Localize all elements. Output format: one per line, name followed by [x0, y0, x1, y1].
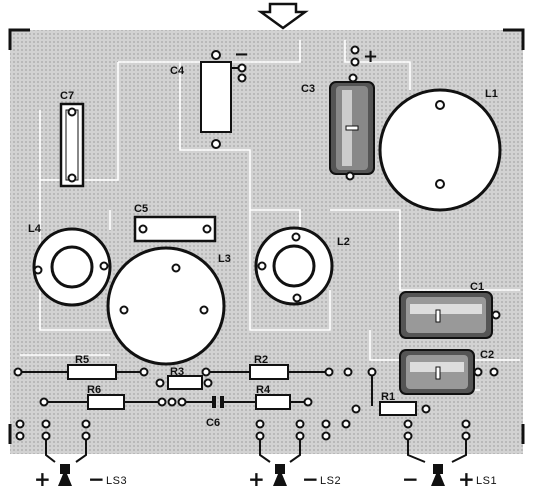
label-c1: C1: [470, 281, 484, 293]
resistor-r4: [255, 394, 313, 410]
label-ls1: LS1: [476, 475, 497, 487]
output-pads-ls2: [255, 419, 351, 463]
label-c6: C6: [206, 417, 220, 429]
label-c5: C5: [134, 203, 148, 215]
capacitor-c3: [329, 45, 375, 181]
board-corner-marks: [8, 28, 525, 444]
resistor-r5: [13, 364, 149, 380]
label-r6: R6: [87, 384, 101, 396]
label-l2: L2: [337, 236, 350, 248]
capacitor-c2: [399, 349, 499, 395]
capacitor-c1: [399, 291, 501, 339]
output-pads-ls1: [403, 419, 471, 463]
capacitor-c7: [59, 102, 85, 188]
ls3-minus: −: [88, 467, 105, 491]
capacitor-c4: [200, 50, 247, 149]
ls2-minus: −: [302, 467, 319, 491]
ls3-plus: +: [34, 467, 51, 491]
resistor-r2: [201, 364, 353, 380]
label-c4: C4: [170, 65, 185, 77]
speaker-icon: [58, 464, 72, 486]
label-ls2: LS2: [320, 475, 341, 487]
resistor-r3: [155, 375, 213, 390]
inductor-l4: [32, 227, 112, 307]
label-r1: R1: [381, 391, 395, 403]
capacitor-c6: [186, 396, 256, 408]
inductor-l3: [106, 246, 226, 366]
down-arrow-icon: [257, 2, 309, 30]
resistor-r1: [351, 367, 431, 416]
inductor-l1: [378, 88, 502, 212]
ls2-plus: +: [248, 467, 265, 491]
label-c2: C2: [480, 349, 494, 361]
output-pads-ls3: [15, 419, 91, 463]
label-l4: L4: [28, 223, 42, 235]
speaker-icon: [273, 464, 287, 486]
label-c7: C7: [60, 90, 74, 102]
label-r5: R5: [75, 354, 89, 366]
label-ls3: LS3: [106, 475, 127, 487]
ls1-minus: −: [402, 467, 419, 491]
label-r4: R4: [256, 384, 271, 396]
inductor-l2: [254, 226, 334, 306]
label-l1: L1: [485, 88, 498, 100]
label-l3: L3: [218, 253, 231, 265]
label-r2: R2: [254, 354, 268, 366]
label-r3: R3: [170, 366, 184, 378]
label-c3: C3: [301, 83, 315, 95]
minus-sign-c4: −: [234, 44, 249, 65]
resistor-r6: [39, 394, 187, 410]
capacitor-c5: [133, 215, 217, 243]
plus-sign-c3: +: [363, 46, 378, 67]
speaker-icon: [431, 464, 445, 486]
ls1-plus: +: [458, 467, 475, 491]
